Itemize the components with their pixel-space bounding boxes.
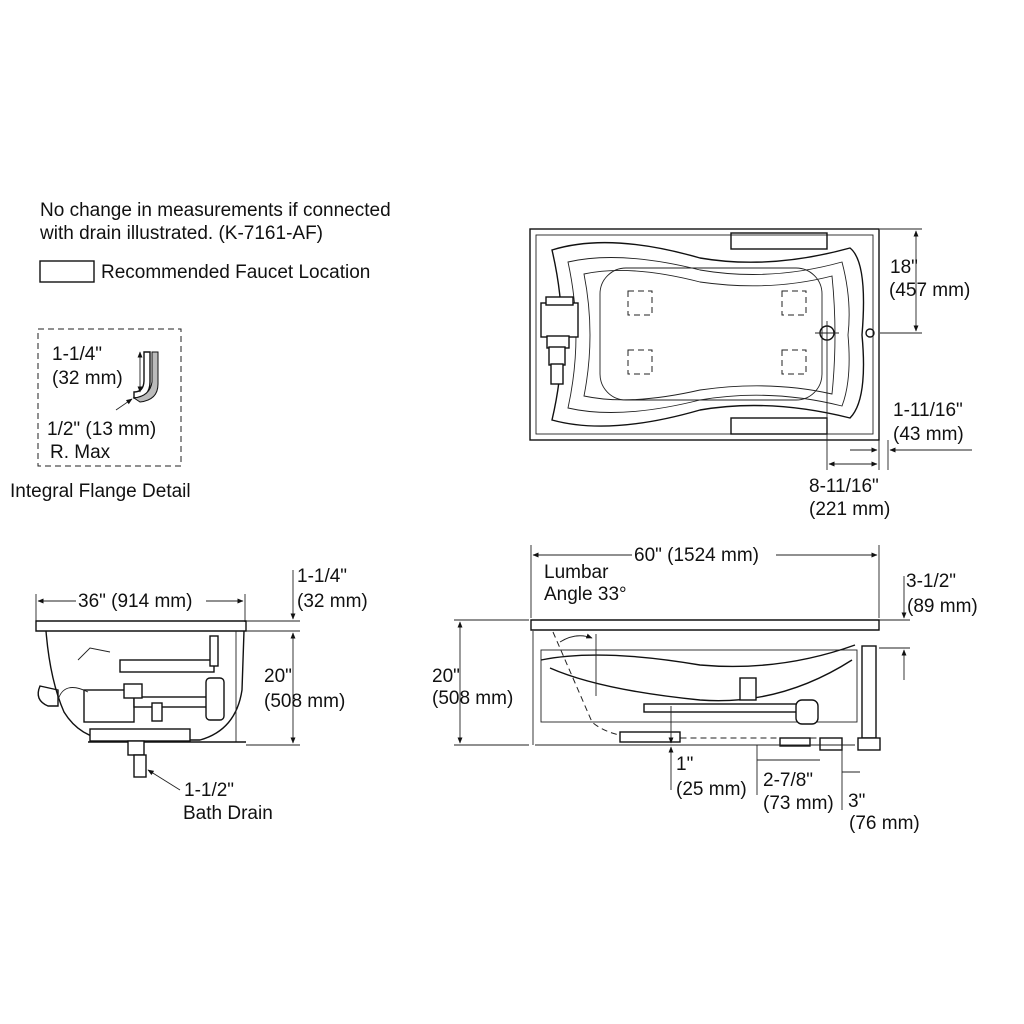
plan-dim-18-mm: (457 mm) — [889, 280, 970, 301]
side-view: 60" (1524 mm) Lumbar Angle 33° 3-1/2" (8… — [432, 545, 978, 834]
end-height-in: 20" — [264, 666, 292, 687]
side-rim-in: 3-1/2" — [906, 571, 956, 592]
plan-bath-outline — [551, 241, 865, 427]
flange-dim1-mm: (32 mm) — [52, 368, 123, 389]
flange-profile — [133, 351, 151, 399]
plan-dim-43-mm: (43 mm) — [893, 424, 964, 445]
side-d2-in: 2-7/8" — [763, 770, 813, 791]
jet-icon — [627, 349, 653, 375]
end-flange-mm: (32 mm) — [297, 591, 368, 612]
flange-hatch — [132, 351, 159, 403]
end-drain-label: Bath Drain — [183, 803, 273, 824]
side-height-mm: (508 mm) — [432, 688, 513, 709]
side-plumbing — [619, 645, 881, 751]
side-d2-mm: (73 mm) — [763, 793, 834, 814]
plan-bath-contour-3 — [583, 269, 836, 401]
jet-icon — [739, 677, 757, 701]
side-height-in: 20" — [432, 666, 460, 687]
side-apron-frame — [540, 649, 858, 723]
side-rim — [530, 619, 880, 631]
flange-radius-leader — [115, 398, 133, 411]
flange-dim2-sub: R. Max — [50, 442, 111, 463]
end-drain-in: 1-1/2" — [184, 780, 234, 801]
bath-drain-pipe — [133, 754, 147, 778]
plan-bath-floor — [599, 267, 823, 401]
side-d1-in: 1" — [676, 754, 693, 775]
notes-block: No change in measurements if connected w… — [39, 200, 391, 283]
side-rim-mm: (89 mm) — [907, 596, 978, 617]
side-d1-mm: (25 mm) — [676, 779, 747, 800]
plan-inner-rim — [535, 234, 874, 435]
plan-view: 18" (457 mm) 1-11/16" (43 mm) 8-11/16" (… — [529, 228, 972, 520]
side-bath-floor — [549, 659, 853, 702]
jet-icon — [627, 290, 653, 316]
note-line-1: No change in measurements if connected — [40, 200, 391, 221]
plan-outer-rim — [529, 228, 880, 441]
end-shell — [45, 630, 245, 741]
flange-dim2-in: 1/2" (13 mm) — [47, 419, 156, 440]
side-lumbar-2: Angle 33° — [544, 584, 627, 605]
jet-icon — [781, 290, 807, 316]
end-width-label: 36" (914 mm) — [78, 591, 192, 612]
plan-pump-assembly — [540, 296, 579, 385]
end-rim — [35, 620, 247, 632]
end-height-mm: (508 mm) — [264, 691, 345, 712]
side-length-label: 60" (1524 mm) — [634, 545, 759, 566]
overflow-pipe — [861, 645, 877, 739]
plan-dim-18-in: 18" — [890, 257, 918, 278]
side-lumbar-profile — [552, 631, 840, 739]
plan-dim-221-mm: (221 mm) — [809, 499, 890, 520]
plan-dim-43-in: 1-11/16" — [893, 400, 963, 421]
pump-icon — [540, 302, 579, 338]
drain-elbow-icon — [795, 699, 819, 725]
flange-detail: 1-1/4" (32 mm) 1/2" (13 mm) R. Max Integ… — [10, 328, 191, 502]
end-flange-in: 1-1/4" — [297, 566, 347, 587]
plan-dim-221-in: 8-11/16" — [809, 476, 879, 497]
flange-detail-frame — [37, 328, 182, 467]
jet-icon — [781, 349, 807, 375]
side-bath-top — [540, 644, 856, 668]
faucet-legend-label: Recommended Faucet Location — [101, 262, 370, 283]
side-d3-in: 3" — [848, 791, 865, 812]
plan-faucet-deck-bottom — [730, 417, 828, 435]
side-d3-mm: (76 mm) — [849, 813, 920, 834]
note-line-2: with drain illustrated. (K-7161-AF) — [39, 223, 323, 244]
end-view: 36" (914 mm) 1-1/4" (32 mm) 20" (508 m — [35, 566, 368, 824]
flange-dim1-in: 1-1/4" — [52, 344, 102, 365]
plan-overflow-icon — [865, 328, 875, 338]
end-plumbing — [37, 635, 225, 778]
plan-bath-contour-2 — [567, 257, 850, 413]
faucet-legend-swatch — [39, 260, 95, 283]
flange-caption: Integral Flange Detail — [10, 481, 191, 502]
plan-jet-markers — [627, 290, 807, 375]
plan-faucet-deck-top — [730, 232, 828, 250]
side-lumbar-1: Lumbar — [544, 562, 609, 583]
